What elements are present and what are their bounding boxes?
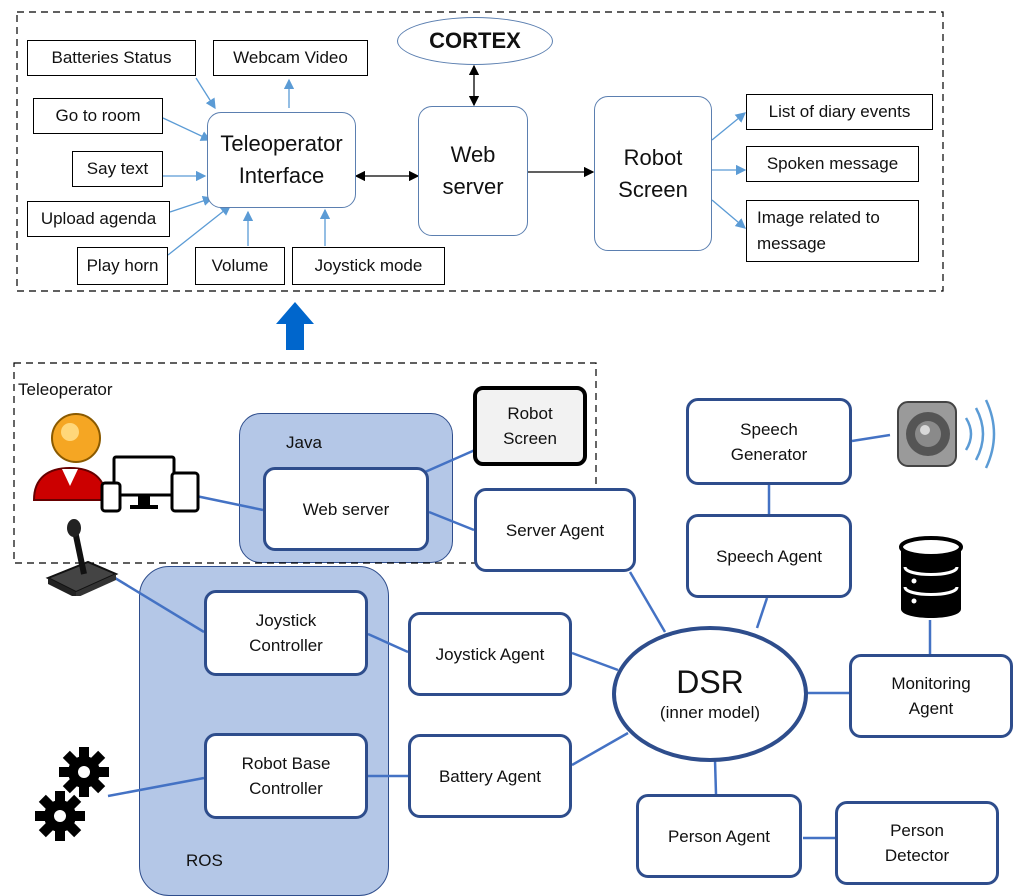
joystick-mode-box: Joystick mode bbox=[292, 247, 445, 285]
java-web-server-node: Web server bbox=[263, 467, 429, 551]
robot-screen-node: Robot Screen bbox=[594, 96, 712, 251]
up-arrow-icon bbox=[276, 302, 314, 350]
spoken-message-label: Spoken message bbox=[766, 154, 899, 173]
play-horn-label: Play horn bbox=[86, 256, 159, 275]
java-web-server-label: Web server bbox=[302, 499, 390, 519]
robot-base-controller-node: Robot Base Controller bbox=[204, 733, 368, 819]
speech-generator-node: Speech Generator bbox=[686, 398, 852, 485]
volume-box: Volume bbox=[195, 247, 285, 285]
person-agent-label: Person Agent bbox=[667, 826, 771, 846]
web-server-node: Web server bbox=[418, 106, 528, 236]
database-icon bbox=[899, 536, 963, 618]
teleoperator-interface-node: Teleoperator Interface bbox=[207, 112, 356, 208]
joystick-mode-label: Joystick mode bbox=[314, 256, 423, 275]
bottom-robot-screen-label: Robot Screen bbox=[503, 404, 557, 448]
image-related-box: Image related to message bbox=[746, 200, 919, 262]
top-frame bbox=[16, 11, 944, 292]
monitoring-agent-label: Monitoring Agent bbox=[891, 674, 971, 718]
diary-events-box: List of diary events bbox=[746, 94, 933, 130]
say-text-box: Say text bbox=[72, 151, 163, 187]
bottom-robot-screen-node: Robot Screen bbox=[473, 386, 587, 466]
joystick-agent-label: Joystick Agent bbox=[435, 644, 545, 664]
robot-screen-label: Robot Screen bbox=[618, 144, 688, 202]
robot-base-controller-label: Robot Base Controller bbox=[241, 754, 331, 798]
battery-agent-node: Battery Agent bbox=[408, 734, 572, 818]
webcam-video-label: Webcam Video bbox=[233, 48, 348, 67]
server-agent-node: Server Agent bbox=[474, 488, 636, 572]
teleoperator-interface-label: Teleoperator Interface bbox=[220, 131, 343, 188]
cortex-node: CORTEX bbox=[397, 17, 553, 65]
batteries-status-label: Batteries Status bbox=[51, 48, 172, 67]
teleoperator-frame bbox=[13, 362, 597, 564]
devices-icon bbox=[100, 455, 200, 513]
dsr-subtitle: (inner model) bbox=[659, 703, 761, 722]
volume-label: Volume bbox=[211, 256, 269, 275]
diary-events-label: List of diary events bbox=[768, 102, 911, 121]
gears-icon bbox=[35, 747, 109, 841]
say-text-label: Say text bbox=[86, 159, 149, 178]
monitoring-agent-node: Monitoring Agent bbox=[849, 654, 1013, 738]
speaker-icon bbox=[897, 399, 996, 469]
teleoperator-label: Teleoperator bbox=[18, 380, 113, 399]
dsr-label: DSR bbox=[676, 664, 744, 700]
web-server-label: Web server bbox=[442, 142, 504, 199]
speech-agent-label: Speech Agent bbox=[716, 546, 822, 566]
image-related-label: Image related to message bbox=[757, 208, 880, 253]
play-horn-box: Play horn bbox=[77, 247, 168, 285]
speech-generator-label: Speech Generator bbox=[730, 419, 808, 464]
server-agent-label: Server Agent bbox=[505, 520, 605, 540]
batteries-status-box: Batteries Status bbox=[27, 40, 196, 76]
person-detector-label: Person Detector bbox=[884, 821, 950, 865]
speech-agent-node: Speech Agent bbox=[686, 514, 852, 598]
joystick-agent-node: Joystick Agent bbox=[408, 612, 572, 696]
upload-agenda-label: Upload agenda bbox=[40, 209, 157, 228]
joystick-icon bbox=[45, 519, 119, 596]
ros-label: ROS bbox=[186, 851, 223, 870]
user-icon bbox=[32, 413, 108, 501]
webcam-video-box: Webcam Video bbox=[213, 40, 368, 76]
person-detector-node: Person Detector bbox=[835, 801, 999, 885]
dsr-node: DSR (inner model) bbox=[612, 626, 808, 762]
person-agent-node: Person Agent bbox=[636, 794, 802, 878]
go-to-room-box: Go to room bbox=[33, 98, 163, 134]
joystick-controller-node: Joystick Controller bbox=[204, 590, 368, 676]
joystick-controller-label: Joystick Controller bbox=[249, 611, 323, 655]
cortex-label: CORTEX bbox=[429, 28, 521, 53]
java-label: Java bbox=[286, 433, 322, 452]
spoken-message-box: Spoken message bbox=[746, 146, 919, 182]
battery-agent-label: Battery Agent bbox=[438, 766, 542, 786]
go-to-room-label: Go to room bbox=[55, 106, 141, 125]
upload-agenda-box: Upload agenda bbox=[27, 201, 170, 237]
